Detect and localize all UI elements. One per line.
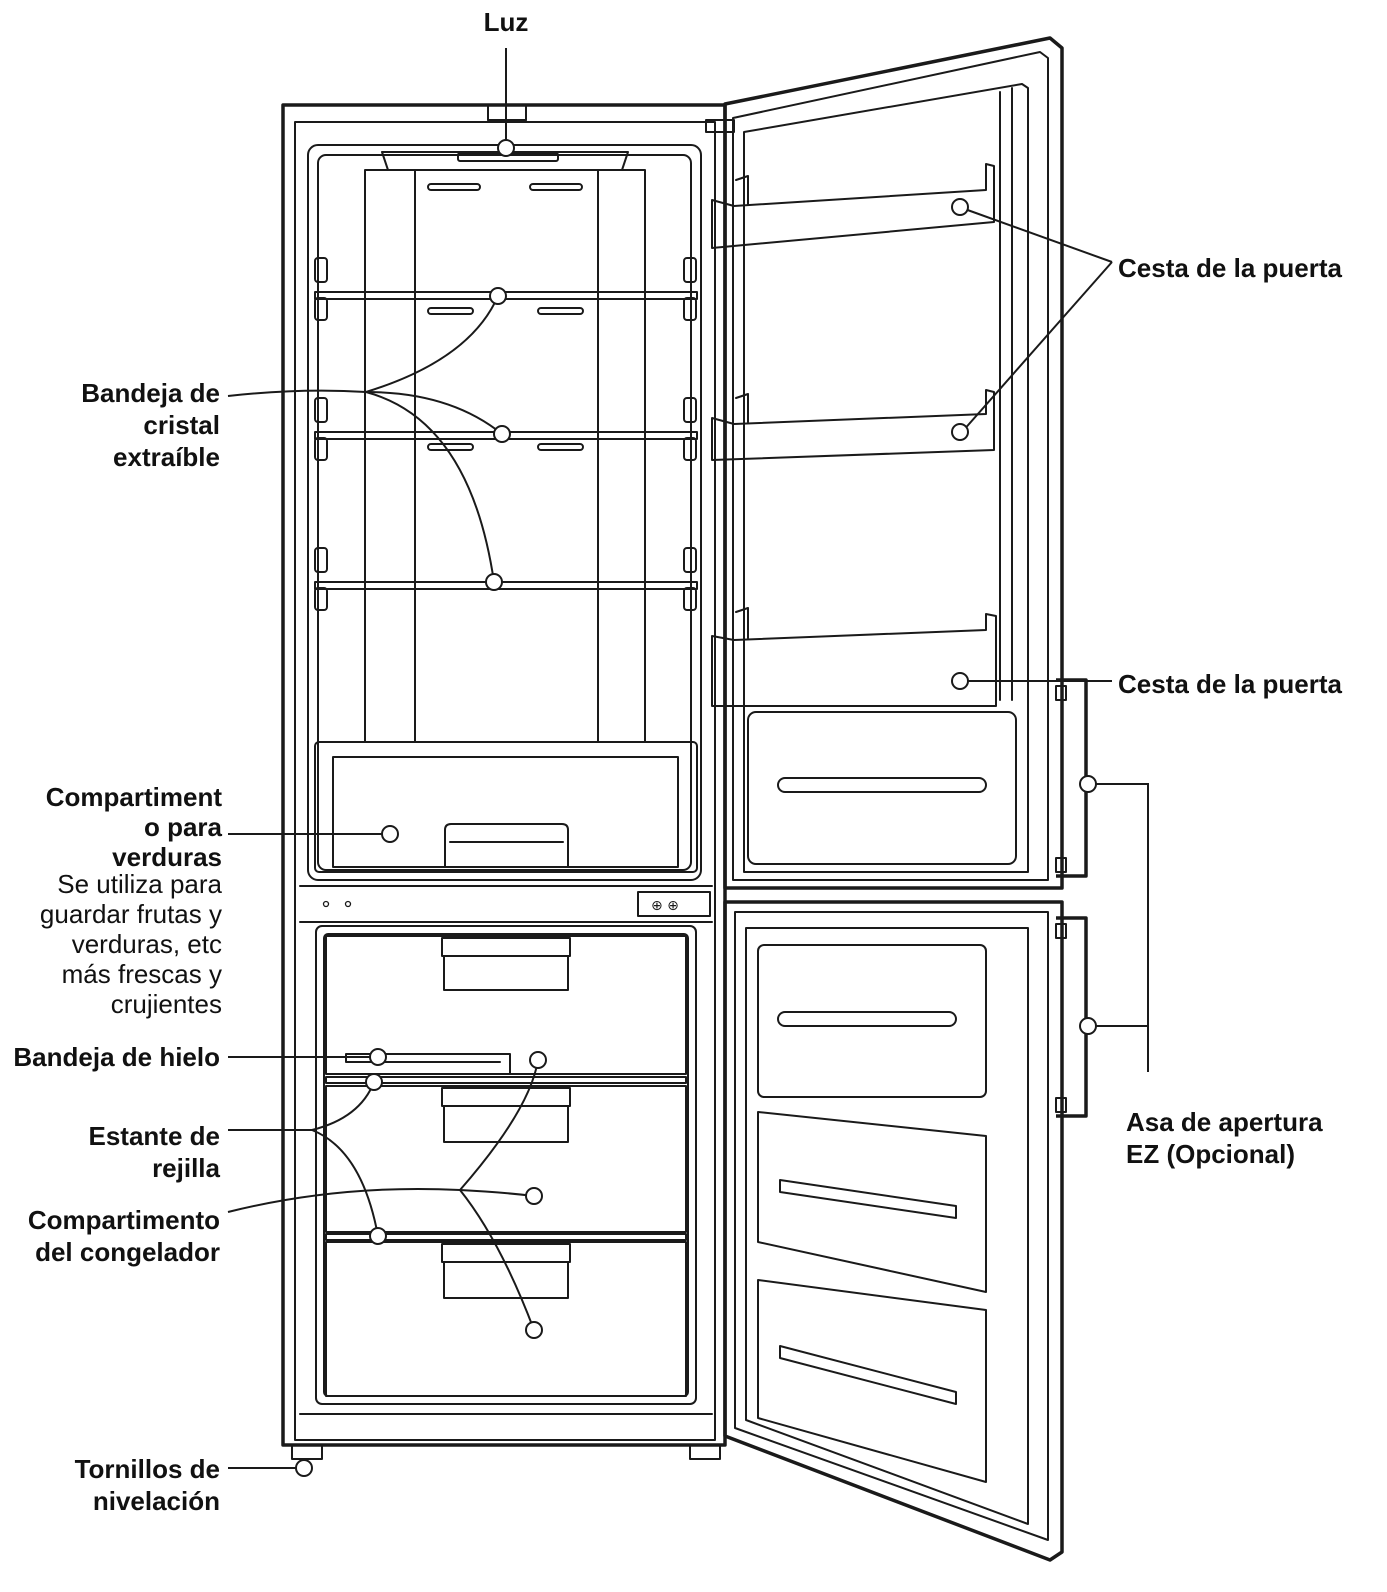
vent [537,443,584,451]
freezer-liner [315,925,697,1405]
freezer-door-outer [723,900,1064,1562]
callout-dot-door-basket-1 [951,198,969,216]
compartment-divider: ⊕ ⊕ [299,885,713,923]
leader-lines [227,48,1149,1469]
glass-shelf-3 [314,581,698,590]
callout-dot-wire-shelf-2 [369,1227,387,1245]
fridge-compartment [307,144,702,881]
callout-dots [295,139,1097,1477]
freezer-door [723,900,1088,1562]
callout-dot-ez-handle-bottom [1079,1017,1097,1035]
door-basket-2 [711,389,995,461]
callout-dot-leveling-screw [295,1459,313,1477]
callout-dot-freezer-drawer-1 [529,1051,547,1069]
callout-dot-vegetable-drawer [381,825,399,843]
door-basket-1 [711,163,995,249]
callout-dot-ez-handle-top [1079,775,1097,793]
vent [427,183,481,191]
freezer-drawer-handle [441,937,571,957]
label-leveling-screws: Tornillos de nivelación [74,1454,220,1516]
door-basket-3 [711,613,997,707]
label-ice-tray: Bandeja de hielo [13,1042,220,1072]
svg-text:⊕ ⊕: ⊕ ⊕ [651,898,679,914]
leveling-foot-right [689,1444,721,1460]
callout-dot-glass-shelf-2 [493,425,511,443]
door-hinge [705,119,735,133]
freezer-drawer-3 [325,1241,687,1397]
vegetable-drawer [314,741,698,873]
wire-shelf-1 [325,1076,687,1084]
label-glass-shelf: Bandeja de cristal extraíble [81,378,220,472]
vent [529,183,583,191]
callout-dot-door-basket-2 [951,423,969,441]
callout-dot-glass-shelf-3 [485,573,503,591]
fridge-door [705,36,1088,890]
freezer-drawer-1 [325,935,687,1075]
back-wall [364,169,646,743]
freezer-door-panel-3 [757,1279,987,1483]
freezer-door-panel-2 [757,1111,987,1293]
temperature-control [637,891,711,917]
label-freezer-drawer: Compartimento del congelador [27,1205,220,1267]
label-light: Luz [483,7,529,37]
label-door-basket-bottom: Cesta de la puerta [1118,669,1342,699]
cabinet [281,103,727,1460]
label-door-basket-top: Cesta de la puerta [1118,253,1342,283]
vent [427,307,474,315]
callout-dot-ice-tray [369,1048,387,1066]
door-crisper [747,711,1017,865]
fridge-liner-inner [317,154,692,871]
vent [427,443,474,451]
label-wire-shelf: Estante de rejilla [88,1121,221,1183]
callout-dot-freezer-drawer-2 [525,1187,543,1205]
wire-shelf-2 [325,1233,687,1241]
callout-dot-door-basket-3 [951,672,969,690]
label-vegetable-drawer: Compartiment o para verduras [45,782,222,872]
fridge-liner-outer [307,144,702,881]
label-ez-handle: Asa de apertura EZ (Opcional) [1126,1107,1323,1169]
leveling-foot-left [291,1444,323,1460]
ez-handle-bottom [1056,916,1088,1118]
callout-dot-freezer-drawer-3 [525,1321,543,1339]
freezer-door-panel-1 [757,944,987,1098]
vegetable-drawer-front [332,756,679,868]
callout-dot-glass-shelf-1 [489,287,507,305]
fridge-door-outer [723,36,1064,890]
callout-dot-light [497,139,515,157]
vegetable-drawer-handle [444,823,569,867]
freezer-compartment [299,925,713,1415]
label-vegetable-drawer-description: Se utiliza para guardar frutas y verdura… [39,869,222,1019]
vent [537,307,584,315]
freezer-drawer-2 [325,1085,687,1233]
callout-dot-wire-shelf-1 [365,1073,383,1091]
